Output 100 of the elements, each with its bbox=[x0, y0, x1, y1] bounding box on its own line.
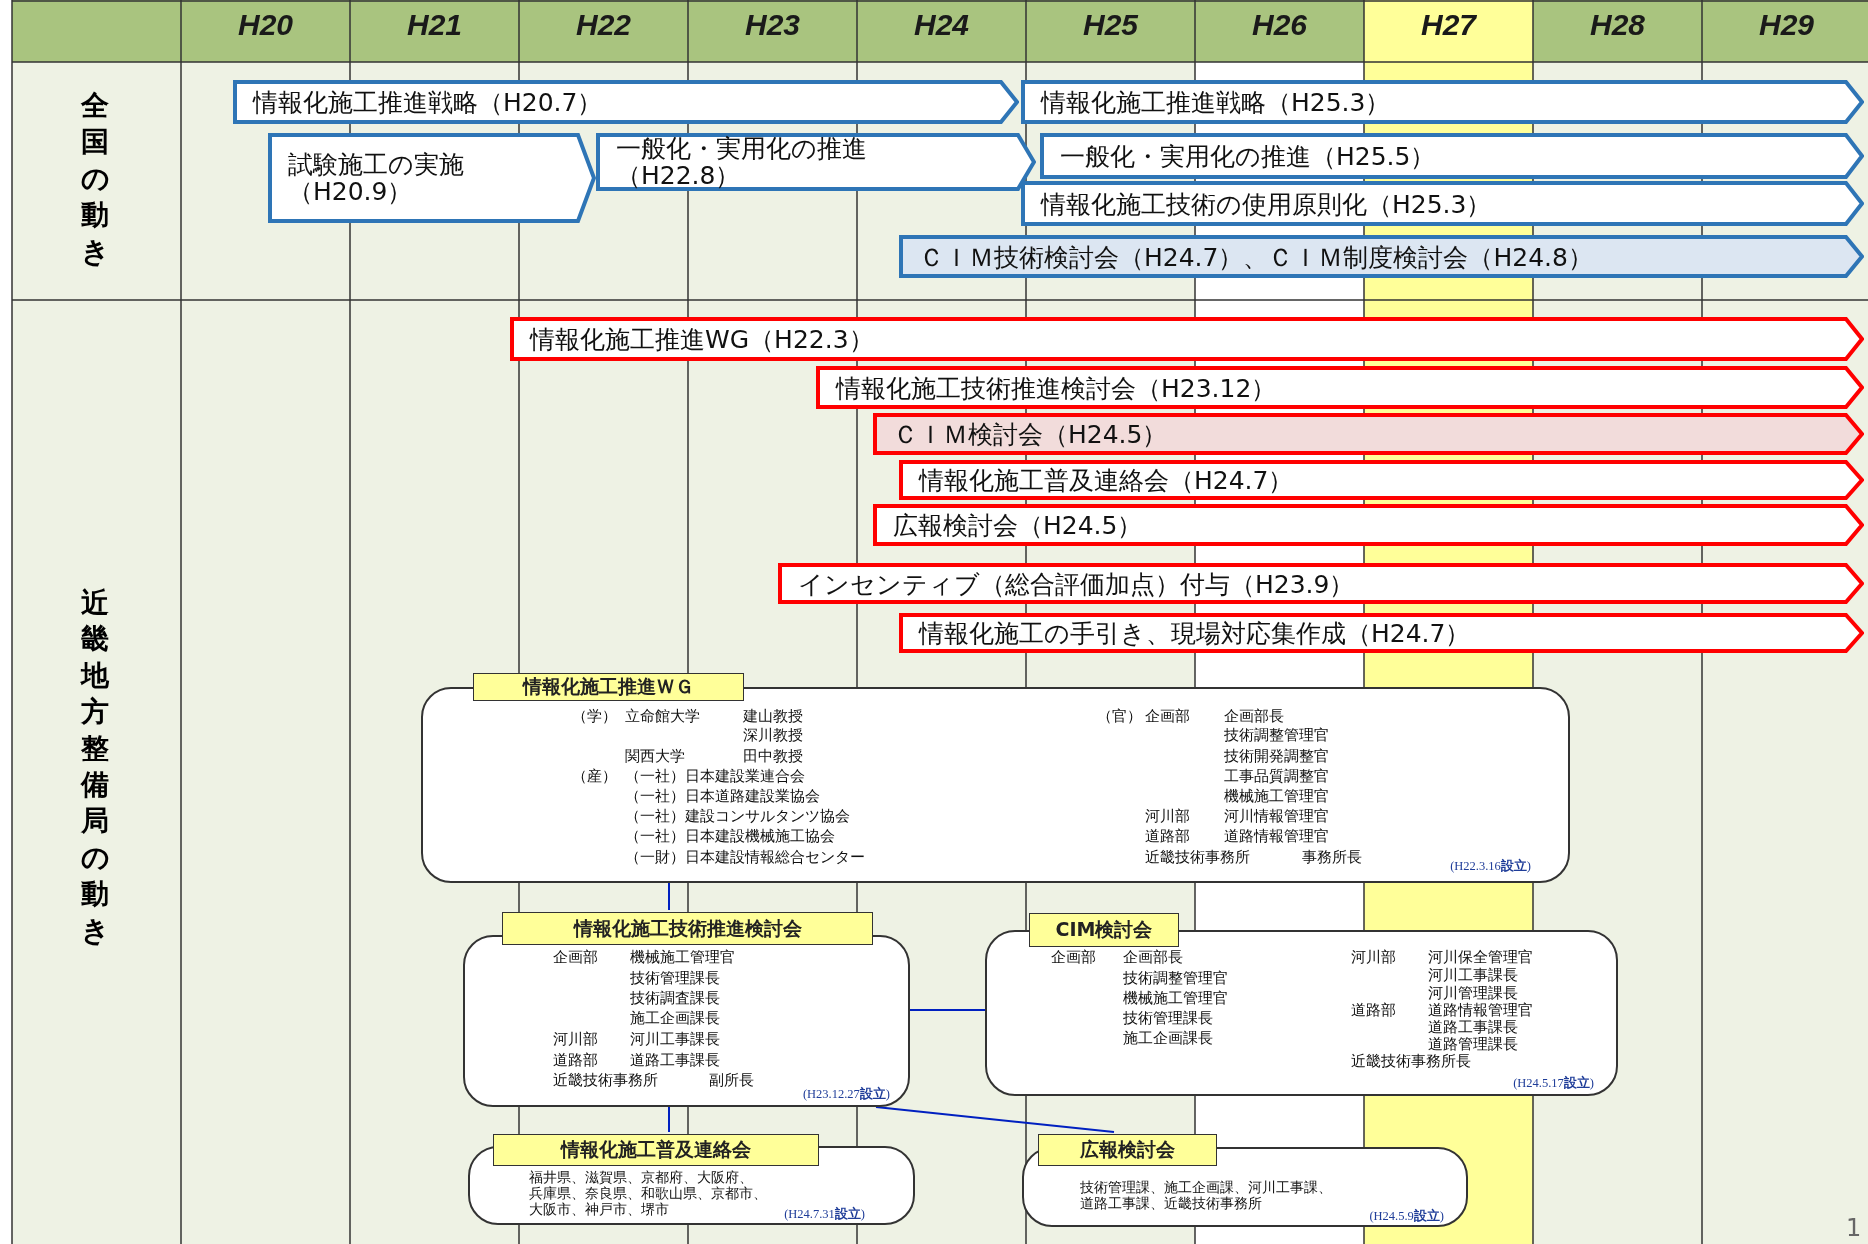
member-text: 福井県、滋賀県、京都府、大阪府、 bbox=[529, 1168, 753, 1186]
member-text: 企画部 bbox=[1145, 707, 1190, 725]
arrow-banner bbox=[268, 133, 596, 223]
member-text: （学） bbox=[572, 707, 617, 725]
member-text: 技術調査課長 bbox=[630, 989, 720, 1007]
arrow-banner bbox=[778, 563, 1864, 604]
member-text: 技術管理課長 bbox=[1123, 1009, 1213, 1027]
arrow-banner bbox=[233, 80, 1019, 124]
member-text: （一社）日本建設機械施工協会 bbox=[625, 827, 835, 845]
connector-line bbox=[668, 1106, 670, 1133]
arrow-banner bbox=[1021, 80, 1864, 124]
member-text: （一財）日本建設情報総合センター bbox=[625, 848, 865, 866]
member-text: 深川教授 bbox=[743, 726, 803, 744]
member-text: （一社）日本道路建設業協会 bbox=[625, 787, 820, 805]
member-text: 河川部 bbox=[553, 1030, 598, 1048]
committee-title: 情報化施工普及連絡会 bbox=[493, 1134, 819, 1166]
year-header: H22 bbox=[574, 8, 632, 42]
member-text: 河川工事課長 bbox=[1428, 966, 1518, 984]
member-text: 企画部長 bbox=[1224, 707, 1284, 725]
banner-text: 一般化・実用化の推進（H22.8） bbox=[616, 135, 868, 189]
established-date: (H23.12.27設立) bbox=[802, 1086, 890, 1103]
member-text: 河川管理課長 bbox=[1428, 984, 1518, 1002]
banner-text: 情報化施工技術推進検討会（H23.12） bbox=[836, 374, 1277, 401]
arrow-banner bbox=[1040, 133, 1864, 179]
member-text: 企画部 bbox=[553, 948, 598, 966]
member-text: 河川部 bbox=[1145, 807, 1190, 825]
arrow-banner bbox=[596, 133, 1036, 191]
member-text: 技術調整管理官 bbox=[1224, 726, 1329, 744]
member-text: 道路情報管理官 bbox=[1428, 1001, 1533, 1019]
member-text: 道路部 bbox=[553, 1051, 598, 1069]
established-date: (H22.3.16設立) bbox=[1450, 858, 1531, 875]
member-text: 道路部 bbox=[1351, 1001, 1396, 1019]
member-text: 建山教授 bbox=[743, 707, 803, 725]
banner-text: ＣＩＭ検討会（H24.5） bbox=[893, 420, 1168, 448]
arrow-banner bbox=[510, 317, 1864, 361]
banner-text: 情報化施工推進戦略（H20.7） bbox=[253, 88, 603, 116]
banner-text: 情報化施工推進戦略（H25.3） bbox=[1041, 88, 1391, 116]
member-text: 機械施工管理官 bbox=[1123, 989, 1228, 1007]
arrow-banner bbox=[899, 613, 1864, 653]
banner-text: 情報化施工推進WG（H22.3） bbox=[530, 325, 874, 353]
committee-title: CIM検討会 bbox=[1029, 913, 1179, 947]
year-header: H25 bbox=[1081, 8, 1140, 42]
member-text: 立命館大学 bbox=[625, 707, 700, 725]
member-text: 技術開発調整官 bbox=[1224, 747, 1329, 765]
year-header: H28 bbox=[1588, 8, 1646, 42]
banner-text: 広報検討会（H24.5） bbox=[893, 511, 1143, 539]
connector-line bbox=[668, 882, 670, 911]
year-header: H29 bbox=[1757, 8, 1815, 42]
committee-title: 情報化施工技術推進検討会 bbox=[502, 912, 873, 945]
member-text: 道路工事課長 bbox=[1428, 1018, 1518, 1036]
banner-text: 情報化施工技術の使用原則化（H25.3） bbox=[1041, 190, 1492, 217]
member-text: 技術管理課長 bbox=[630, 969, 720, 987]
member-text: 河川部 bbox=[1351, 948, 1396, 966]
arrow-banner bbox=[816, 366, 1864, 409]
member-text: 田中教授 bbox=[743, 747, 803, 765]
row-header: 近畿地方整備局の動き bbox=[80, 585, 109, 949]
member-text: 道路管理課長 bbox=[1428, 1035, 1518, 1053]
member-text: 技術調整管理官 bbox=[1123, 969, 1228, 987]
member-text: 事務所長 bbox=[1302, 848, 1362, 866]
year-header: H21 bbox=[405, 8, 463, 42]
connector-line bbox=[875, 1106, 1115, 1133]
member-text: 近畿技術事務所 bbox=[553, 1071, 658, 1089]
member-text: （一社）建設コンサルタンツ協会 bbox=[625, 807, 850, 825]
member-text: 機械施工管理官 bbox=[630, 948, 735, 966]
banner-text: インセンティブ（総合評価加点）付与（H23.9） bbox=[798, 570, 1355, 597]
member-text: 近畿技術事務所長 bbox=[1351, 1052, 1471, 1070]
member-text: （一社）日本建設業連合会 bbox=[625, 767, 805, 785]
member-text: 企画部 bbox=[1051, 948, 1096, 966]
page-number: 1 bbox=[1846, 1214, 1862, 1242]
arrow-banner bbox=[873, 413, 1864, 455]
member-text: 道路情報管理官 bbox=[1224, 827, 1329, 845]
member-text: 企画部長 bbox=[1123, 948, 1183, 966]
arrow-banner bbox=[873, 504, 1864, 546]
member-text: 兵庫県、奈良県、和歌山県、京都市、 bbox=[529, 1185, 767, 1202]
member-text: 道路工事課長 bbox=[630, 1051, 720, 1069]
member-text: 副所長 bbox=[709, 1071, 754, 1089]
arrow-banner bbox=[899, 460, 1864, 500]
established-date: (H24.7.31設立) bbox=[784, 1206, 865, 1223]
member-text: 関西大学 bbox=[625, 747, 685, 765]
member-text: 道路部 bbox=[1145, 827, 1190, 845]
arrow-banner bbox=[1021, 181, 1864, 226]
member-text: 工事品質調整官 bbox=[1224, 767, 1329, 785]
member-text: 技術管理課、施工企画課、河川工事課、 bbox=[1080, 1178, 1332, 1196]
member-text: 河川工事課長 bbox=[630, 1030, 720, 1048]
banner-text: ＣＩＭ技術検討会（H24.7）、ＣＩＭ制度検討会（H24.8） bbox=[919, 243, 1593, 270]
banner-text: 試験施工の実施（H20.9） bbox=[288, 151, 465, 205]
year-header: H23 bbox=[743, 8, 801, 42]
member-text: 大阪市、神戸市、堺市 bbox=[529, 1200, 669, 1218]
year-header: H20 bbox=[236, 8, 294, 42]
member-text: 施工企画課長 bbox=[1123, 1029, 1213, 1047]
established-date: (H24.5.17設立) bbox=[1513, 1075, 1594, 1092]
member-text: 道路工事課、近畿技術事務所 bbox=[1080, 1194, 1262, 1212]
member-text: 施工企画課長 bbox=[630, 1009, 720, 1027]
member-text: （官） bbox=[1097, 707, 1142, 725]
established-date: (H24.5.9設立) bbox=[1369, 1208, 1444, 1225]
year-header: H24 bbox=[912, 8, 970, 42]
member-text: 河川保全管理官 bbox=[1428, 948, 1533, 966]
committee-title: 情報化施工推進ＷＧ bbox=[473, 673, 744, 701]
member-text: 河川情報管理官 bbox=[1224, 807, 1329, 825]
connector-line bbox=[909, 1009, 986, 1011]
